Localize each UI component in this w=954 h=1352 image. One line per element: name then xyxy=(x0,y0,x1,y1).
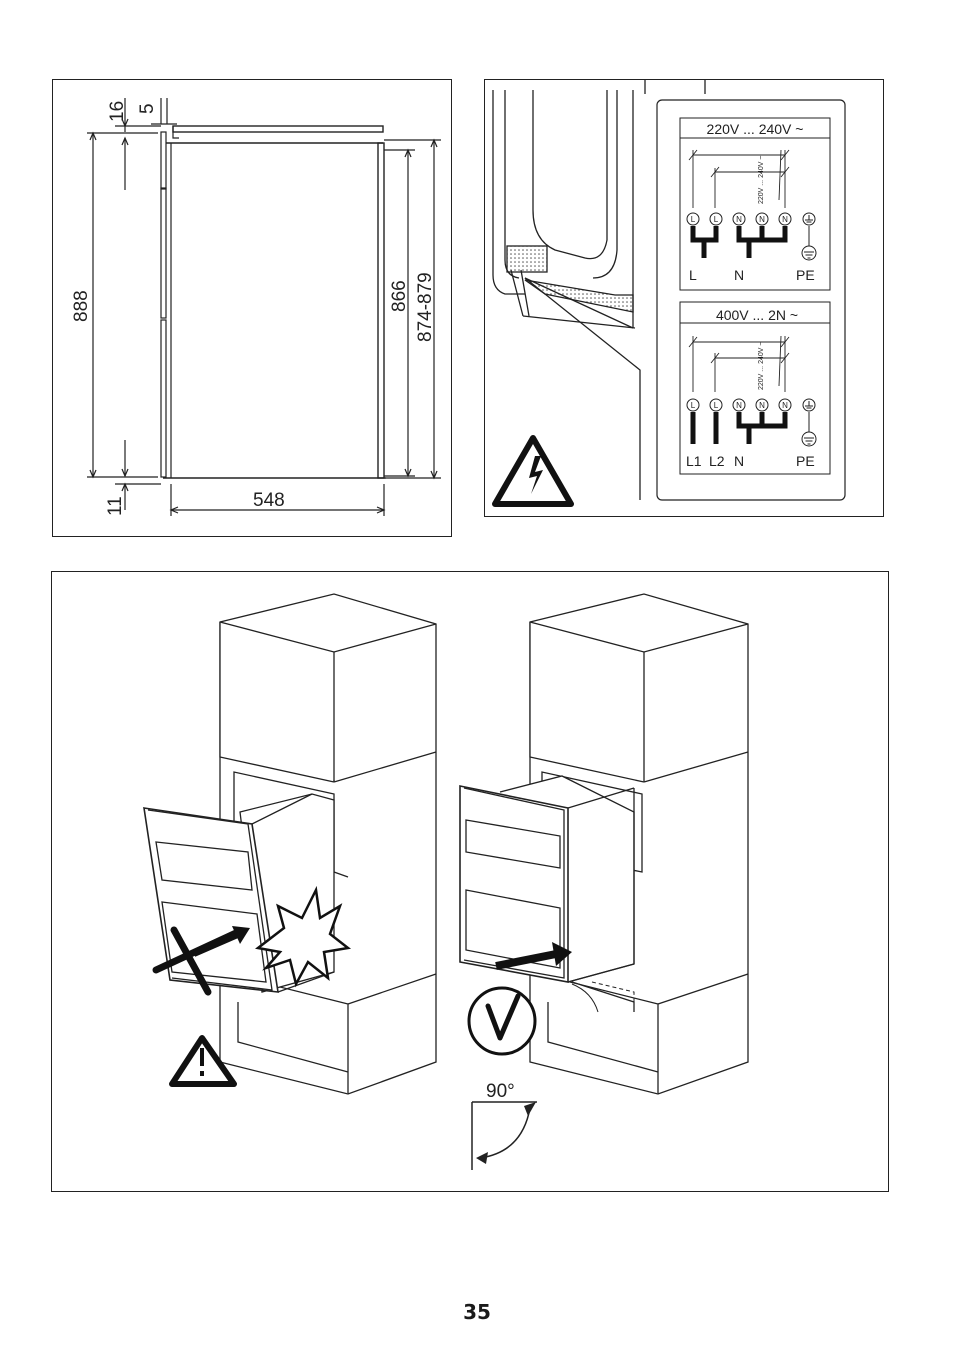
output-L: L xyxy=(689,267,697,283)
single-phase-title: 220V ... 240V ~ xyxy=(707,121,804,137)
mounting-diagram: 90° xyxy=(51,571,889,1192)
terminal-2: L xyxy=(714,401,719,410)
terminal-3: N xyxy=(736,401,742,410)
dim-548: 548 xyxy=(253,490,285,511)
two-phase-block: 400V ... 2N ~ 220V ... 240V ~ L L N N N xyxy=(679,301,831,475)
earth-terminal-icon xyxy=(805,215,813,223)
single-phase-rotated-label: 220V ... 240V ~ xyxy=(758,156,765,204)
oven-insertion-drawing: 90° xyxy=(143,593,749,1170)
terminal-2: L xyxy=(714,215,719,224)
terminal-4: N xyxy=(759,401,765,410)
earth-ground-icon xyxy=(801,226,817,261)
terminal-connection-drawing: 220V ... 240V ~ 220V ... 240V ~ L L N N … xyxy=(492,80,846,507)
collision-burst-icon xyxy=(255,885,352,988)
electrical-hazard-icon xyxy=(492,435,574,507)
warning-exclamation-icon xyxy=(169,1035,237,1087)
output-L1: L1 xyxy=(686,453,702,469)
correct-insert-arrow xyxy=(495,950,557,970)
output-L2: L2 xyxy=(709,453,725,469)
single-phase-block: 220V ... 240V ~ 220V ... 240V ~ L L N N … xyxy=(679,117,831,291)
dim-866: 866 xyxy=(389,280,410,312)
wiring-diagram: 220V ... 240V ~ 220V ... 240V ~ L L N N … xyxy=(484,79,884,517)
rotation-angle-label: 90° xyxy=(486,1081,515,1102)
wrong-insert-arrow xyxy=(192,931,242,957)
niche-dimension-drawing: 16 5 888 11 548 866 874-879 xyxy=(71,98,441,516)
output-PE: PE xyxy=(796,267,815,283)
terminal-1: L xyxy=(691,215,696,224)
terminal-4: N xyxy=(759,215,765,224)
two-phase-rotated-label: 220V ... 240V ~ xyxy=(758,342,765,390)
terminal-1: L xyxy=(691,401,696,410)
dimensions-diagram: 16 5 888 11 548 866 874-879 xyxy=(52,79,452,537)
output-PE: PE xyxy=(796,453,815,469)
output-N: N xyxy=(734,453,744,469)
dim-888: 888 xyxy=(71,290,92,322)
terminal-5: N xyxy=(782,401,788,410)
two-phase-title: 400V ... 2N ~ xyxy=(716,307,798,323)
page-number: 35 xyxy=(463,1300,491,1324)
terminal-3: N xyxy=(736,215,742,224)
earth-ground-icon xyxy=(801,412,817,447)
rotation-angle-icon xyxy=(471,1101,537,1170)
correct-check-icon xyxy=(467,986,537,1056)
terminal-5: N xyxy=(782,215,788,224)
dim-5: 5 xyxy=(137,103,158,114)
dim-874-879: 874-879 xyxy=(415,272,436,342)
earth-terminal-icon xyxy=(805,401,813,409)
dim-11: 11 xyxy=(105,496,126,516)
output-N: N xyxy=(734,267,744,283)
dim-16: 16 xyxy=(107,101,128,122)
